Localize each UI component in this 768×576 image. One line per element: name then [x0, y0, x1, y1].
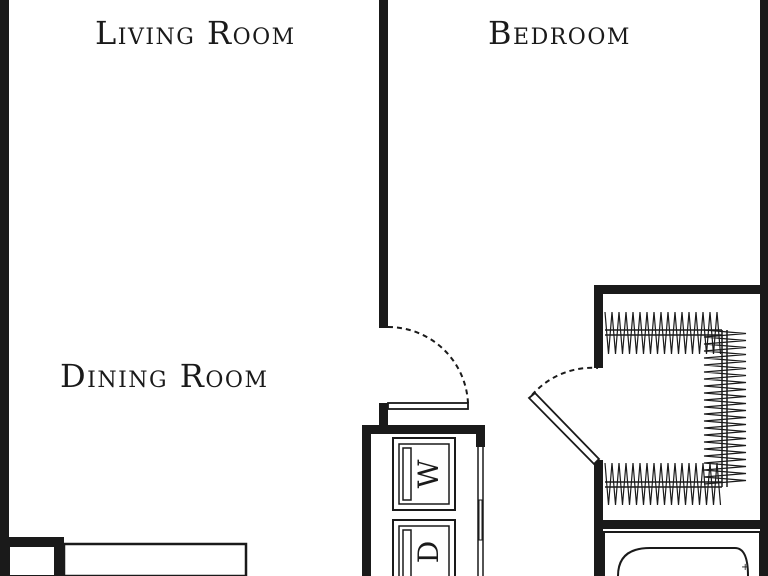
dryer-label: D	[412, 541, 445, 563]
hall-wall-stub	[379, 403, 388, 428]
bottom-left-wall	[0, 537, 64, 546]
closet-top-wall	[594, 285, 762, 294]
dining-room-label: Dining Room	[60, 357, 268, 395]
laundry-right-wall-stub	[476, 425, 485, 447]
dryer: D	[392, 519, 456, 576]
window-sill	[62, 542, 248, 576]
closet-left-wall-upper	[594, 285, 603, 368]
bottom-left-wall-post	[55, 537, 64, 576]
closet-left-wall-lower	[594, 460, 603, 576]
bedroom-door-leaf	[387, 402, 469, 410]
closet-bottom-wall	[594, 520, 762, 529]
living-bedroom-partition	[379, 0, 388, 328]
bedroom-label: Bedroom	[488, 14, 631, 52]
washer-label: W	[412, 459, 445, 488]
bedroom-door-swing	[387, 325, 469, 404]
closet-door-swing	[531, 366, 599, 396]
drain-plus-icon: +	[741, 562, 749, 573]
laundry-top-wall	[362, 425, 485, 434]
left-exterior-wall	[0, 0, 9, 576]
laundry-left-wall	[362, 425, 371, 576]
closet-door[interactable]	[527, 366, 601, 466]
closet-hangers	[604, 311, 747, 506]
living-room-label: Living Room	[95, 14, 296, 52]
closet-door-leaf	[527, 391, 601, 466]
laundry-sliding-door[interactable]	[477, 447, 484, 576]
bathtub: +	[603, 531, 761, 576]
right-exterior-wall	[760, 0, 768, 576]
bedroom-door[interactable]	[387, 325, 469, 410]
bottom-left-column	[8, 545, 56, 576]
washer: W	[392, 437, 456, 511]
